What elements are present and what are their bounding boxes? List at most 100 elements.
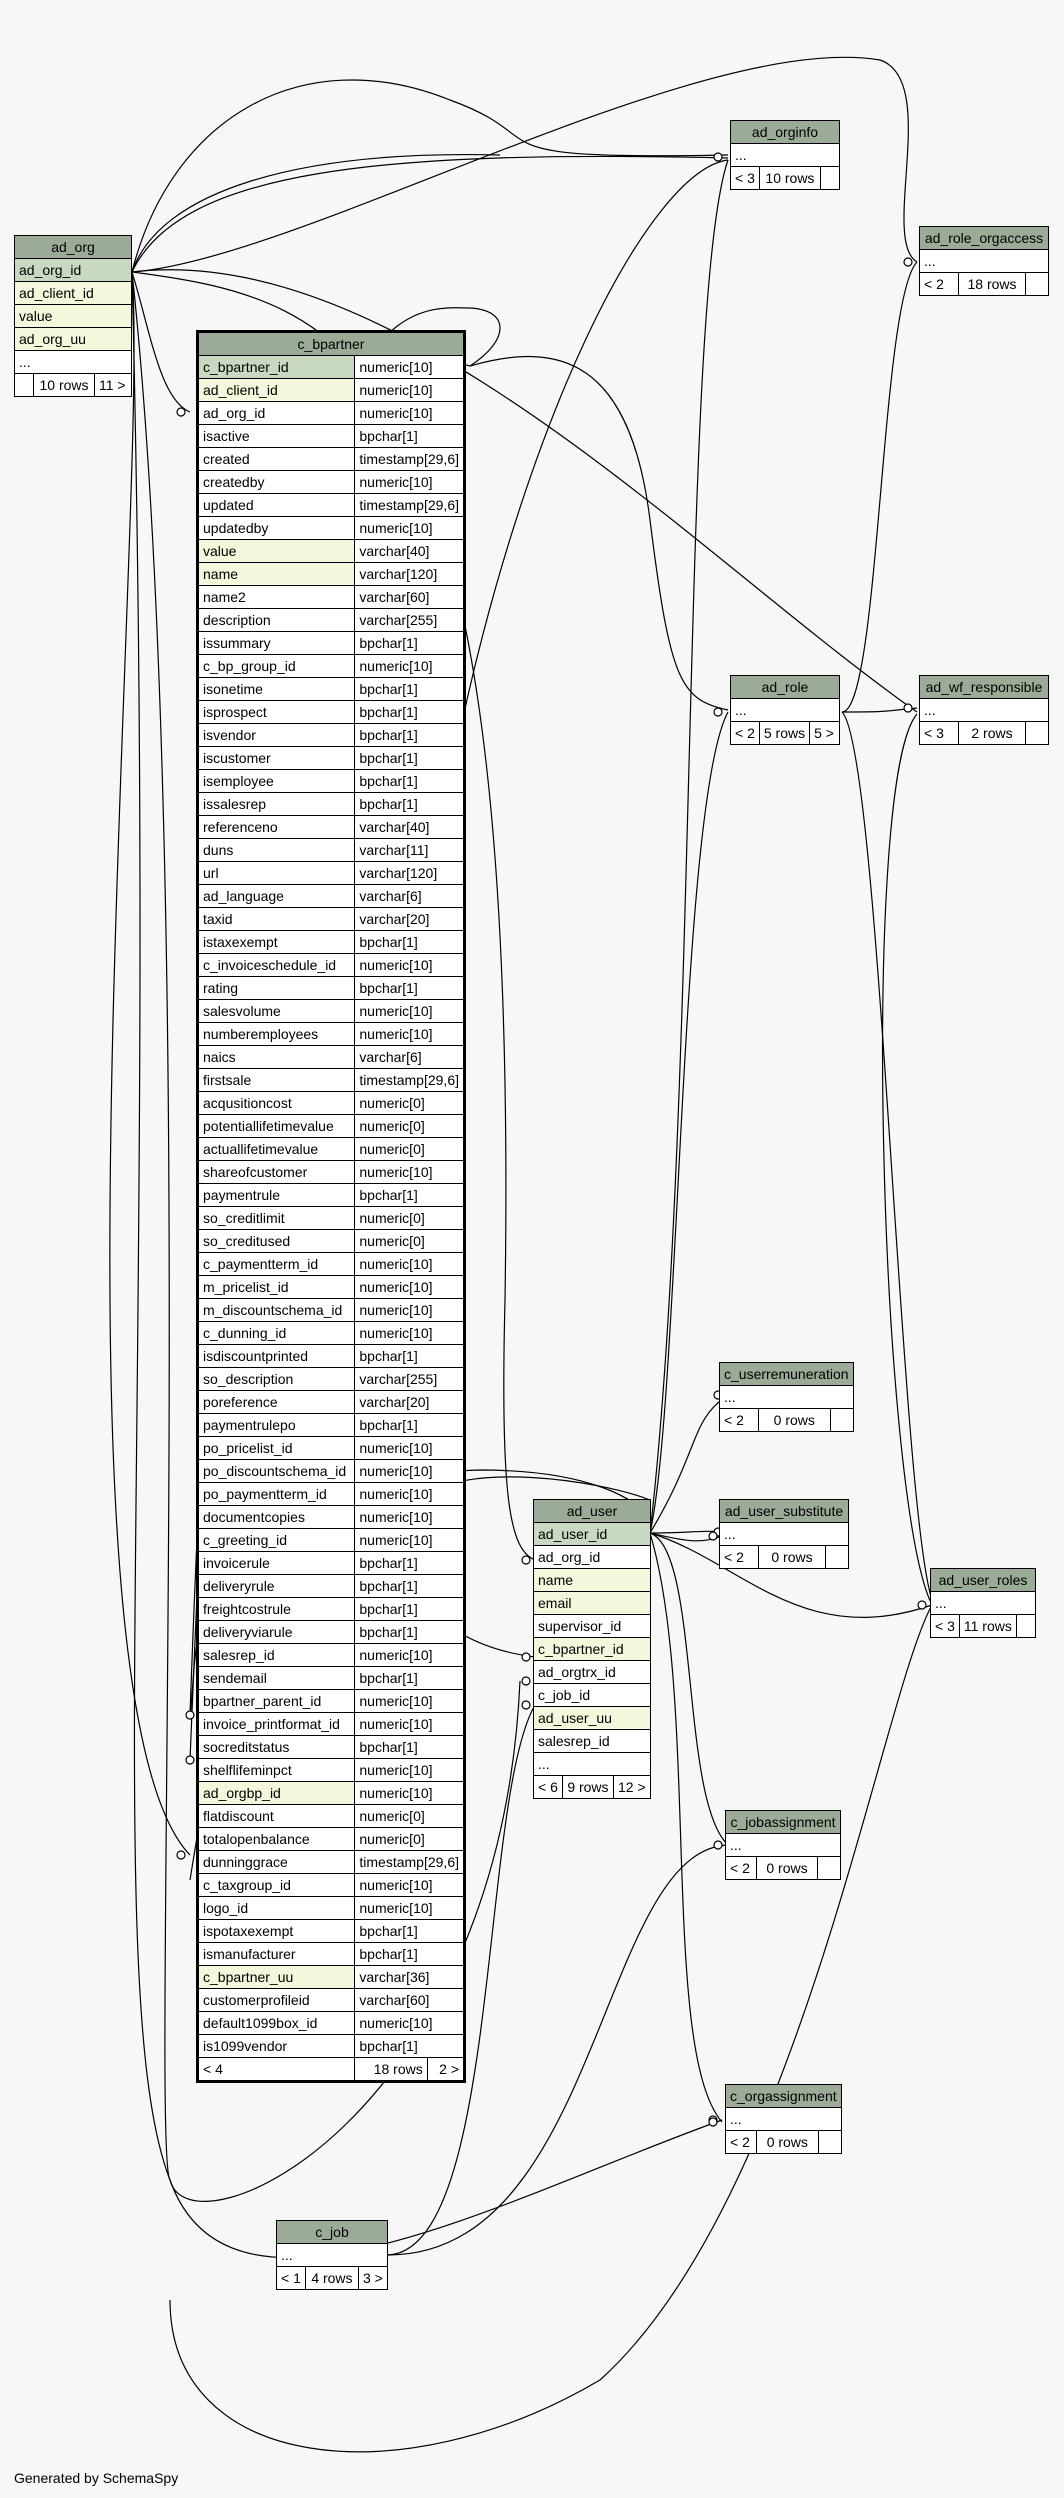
column-cell: ... [930,1591,1036,1615]
column-type: numeric[0] [354,1206,465,1230]
column-name: totalopenbalance [196,1827,356,1851]
column-type: bpchar[1] [354,1735,465,1759]
column-type: bpchar[1] [354,1183,465,1207]
column-type: varchar[11] [354,838,465,862]
column-type: numeric[10] [354,1781,465,1805]
column-type: bpchar[1] [354,1344,465,1368]
table-title: c_bpartner [197,331,465,356]
column-name: ad_org_id [196,401,356,425]
parents-count: < 3 [930,1614,960,1638]
column-name: po_discountschema_id [196,1459,356,1483]
column-type: numeric[10] [354,1022,465,1046]
column-cell: c_bpartner_id [533,1637,651,1661]
column-name: deliveryviarule [196,1620,356,1644]
column-type: bpchar[1] [354,723,465,747]
column-cell: ad_user_uu [533,1706,651,1730]
column-name: deliveryrule [196,1574,356,1598]
column-type: numeric[10] [354,2011,465,2035]
column-cell: ad_org_id [533,1545,651,1569]
column-name: shareofcustomer [196,1160,356,1184]
row-count: 2 rows [958,721,1026,745]
children-count [1015,1614,1037,1638]
table-ad-orginfo: ad_orginfo ... < 3 10 rows [730,120,840,190]
column-type: numeric[10] [354,401,465,425]
children-count: 2 > [426,2057,466,2082]
column-name: po_pricelist_id [196,1436,356,1460]
table-c-orgassignment: c_orgassignment ... < 2 0 rows [725,2084,842,2154]
row-count: 10 rows [33,373,95,397]
column-type: varchar[20] [354,907,465,931]
column-cell: ... [276,2243,388,2267]
column-type: numeric[10] [354,516,465,540]
column-name: c_taxgroup_id [196,1873,356,1897]
column-name: acqusitioncost [196,1091,356,1115]
column-name: c_greeting_id [196,1528,356,1552]
column-name: customerprofileid [196,1988,356,2012]
column-type: numeric[10] [354,355,465,379]
column-name: flatdiscount [196,1804,356,1828]
column-cell: c_job_id [533,1683,651,1707]
row-count: 0 rows [758,1545,826,1569]
column-type: numeric[10] [354,999,465,1023]
column-cell: ... [725,1833,841,1857]
column-type: timestamp[29,6] [354,1850,465,1874]
column-cell: name [533,1568,651,1592]
children-count: 5 > [809,721,840,745]
column-name: rating [196,976,356,1000]
table-ad-user-substitute: ad_user_substitute ... < 2 0 rows [719,1499,849,1569]
column-type: numeric[10] [354,1643,465,1667]
column-type: numeric[0] [354,1804,465,1828]
column-type: varchar[36] [354,1965,465,1989]
column-name: naics [196,1045,356,1069]
column-type: numeric[10] [354,1298,465,1322]
column-name: isvendor [196,723,356,747]
column-type: timestamp[29,6] [354,493,465,517]
edge-marker [713,152,723,162]
column-name: name2 [196,585,356,609]
column-name: is1099vendor [196,2034,356,2058]
column-type: numeric[10] [354,1321,465,1345]
row-count: 11 rows [958,1614,1017,1638]
table-title: ad_user [533,1499,651,1523]
parents-count: < 6 [533,1775,563,1799]
table-ad-org: ad_org ad_org_id ad_client_id value ad_o… [14,235,132,397]
column-name: c_paymentterm_id [196,1252,356,1276]
children-count [817,1856,841,1880]
column-type: numeric[10] [354,1505,465,1529]
column-cell: ... [725,2107,842,2131]
column-name: salesrep_id [196,1643,356,1667]
column-type: numeric[10] [354,1712,465,1736]
children-count: 12 > [613,1775,651,1799]
column-name: c_bpartner_id [196,355,356,379]
column-type: numeric[10] [354,1252,465,1276]
column-type: numeric[10] [354,1459,465,1483]
column-type: varchar[20] [354,1390,465,1414]
column-name: numberemployees [196,1022,356,1046]
column-type: varchar[120] [354,562,465,586]
children-count: 3 > [358,2266,388,2290]
parents-count: < 2 [719,1545,759,1569]
column-cell: ad_orgtrx_id [533,1660,651,1684]
table-title: ad_role_orgaccess [919,226,1049,250]
column-name: name [196,562,356,586]
column-name: taxid [196,907,356,931]
table-title: c_orgassignment [725,2084,842,2108]
column-name: description [196,608,356,632]
row-count: 4 rows [304,2266,360,2290]
table-c-userremuneration: c_userremuneration ... < 2 0 rows [719,1362,854,1432]
column-type: varchar[120] [354,861,465,885]
column-type: bpchar[1] [354,976,465,1000]
column-name: created [196,447,356,471]
column-cell: ad_client_id [14,281,132,305]
column-type: numeric[0] [354,1114,465,1138]
column-cell: ad_org_id [14,258,132,282]
children-count [817,2130,842,2154]
column-name: issummary [196,631,356,655]
column-name: url [196,861,356,885]
column-type: varchar[255] [354,608,465,632]
column-type: bpchar[1] [354,1919,465,1943]
parents-count: < 2 [725,1856,757,1880]
column-type: bpchar[1] [354,769,465,793]
column-name: isdiscountprinted [196,1344,356,1368]
column-type: numeric[10] [354,1689,465,1713]
